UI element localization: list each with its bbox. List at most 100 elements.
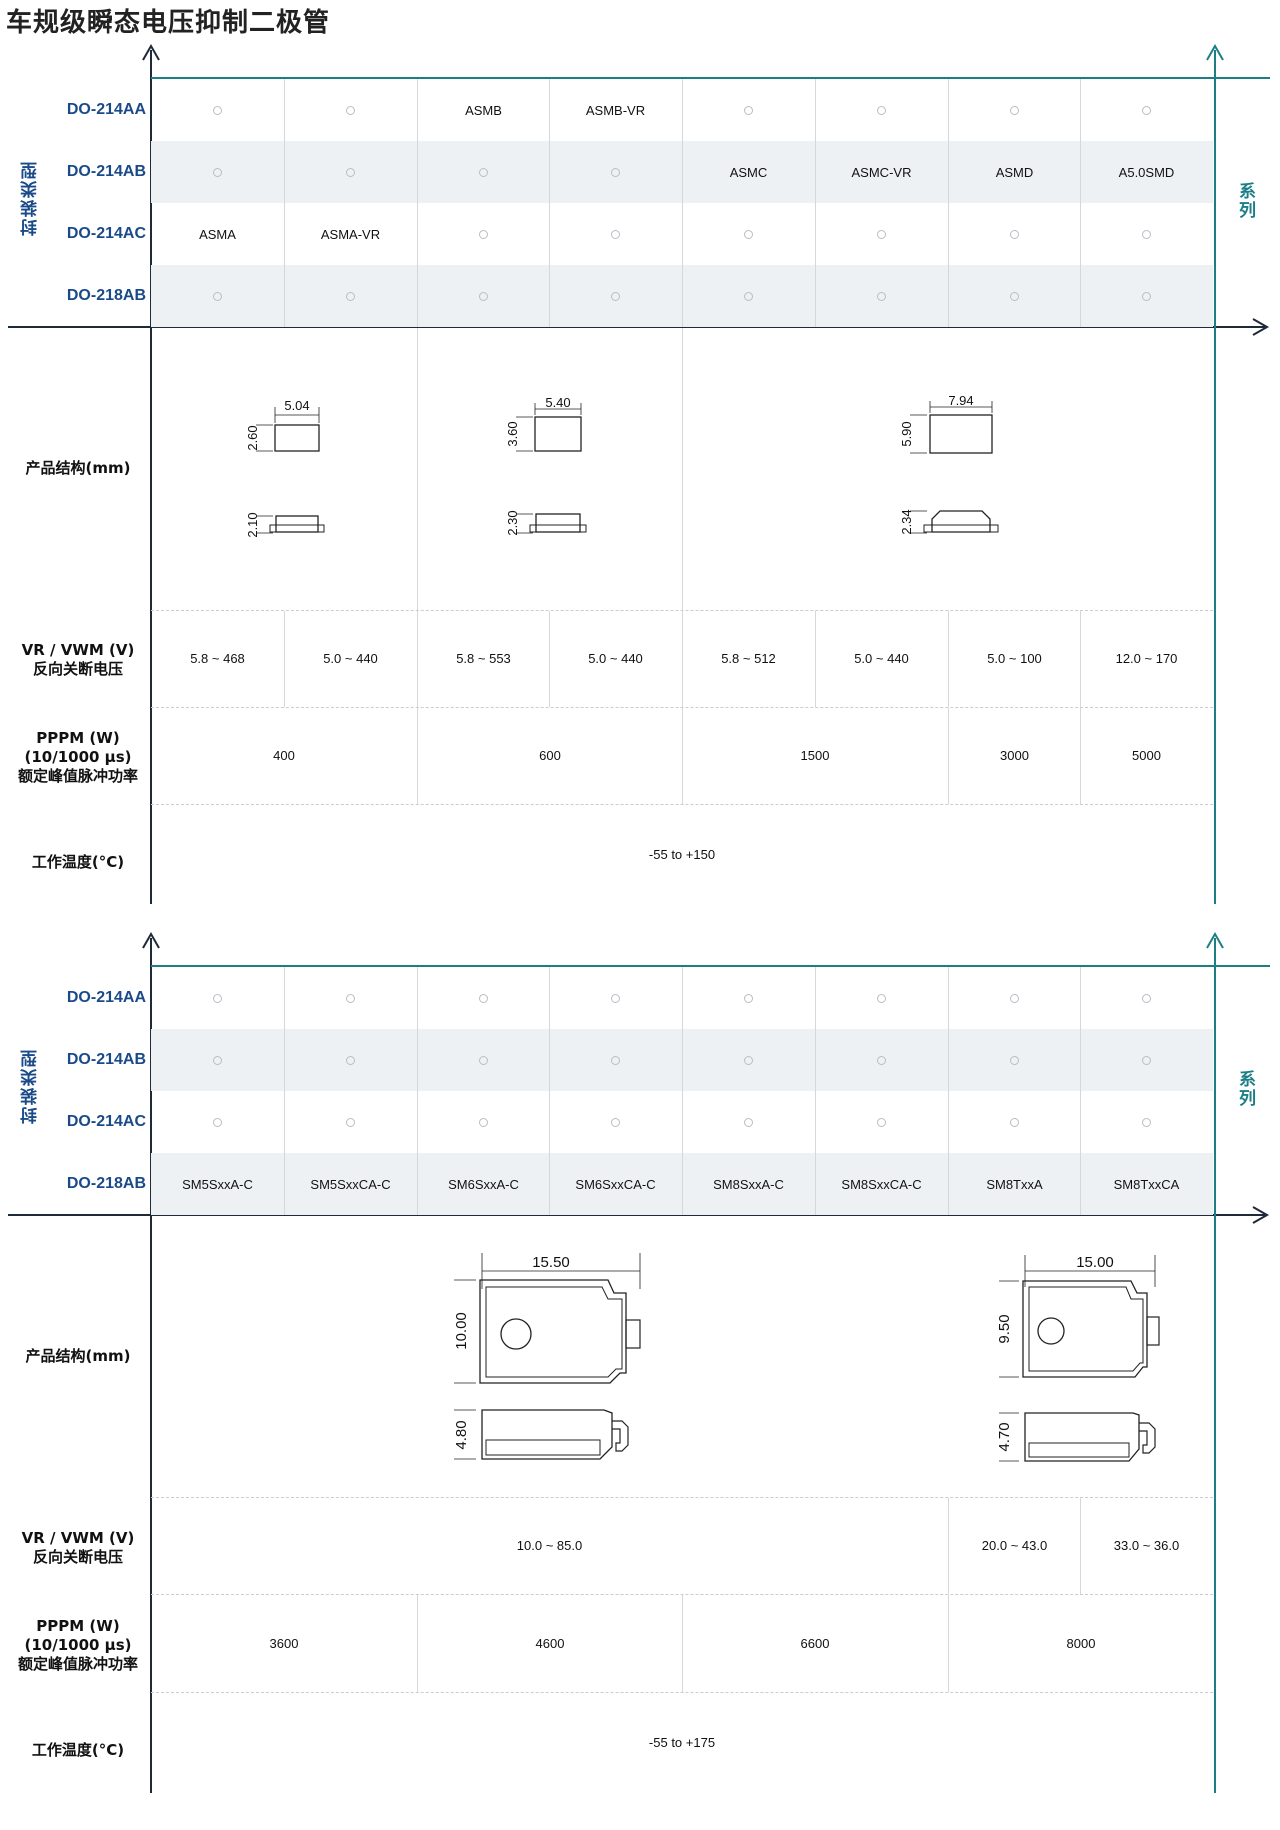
column-separator [682, 141, 683, 203]
row-divider [151, 1692, 1213, 1693]
empty-circle-icon [744, 105, 753, 115]
package-diagram-do218-a: 15.50 10.00 4.80 [453, 1253, 641, 1460]
empty-circle-icon [1142, 993, 1151, 1003]
column-separator [948, 1153, 949, 1215]
value-cell: 1500 [800, 748, 830, 763]
empty-circle-icon [1010, 1117, 1019, 1127]
package-diagram-asmc: 7.94 5.90 2.34 [899, 393, 999, 535]
value-cell: 3000 [1000, 748, 1029, 763]
series-cell: SM8TxxCA [1113, 1176, 1180, 1192]
series-cell: ASMB-VR [585, 102, 646, 118]
vr-label: VR / VWM (V) 反向关断电压 [8, 641, 148, 679]
row-divider [151, 1497, 1213, 1498]
empty-circle-icon [744, 291, 753, 301]
package-label: DO-214AB [66, 1051, 146, 1068]
empty-cell [815, 1029, 948, 1091]
dim-width: 15.50 [532, 1254, 570, 1271]
dim-height: 10.00 [453, 1312, 470, 1350]
column-separator [1080, 1153, 1081, 1215]
package-type-label: 封装类型 [21, 160, 41, 236]
dim-thickness: 2.30 [505, 510, 520, 535]
structure-label: 产品结构(mm) [25, 459, 131, 477]
column-separator [549, 611, 550, 707]
column-separator [417, 265, 418, 327]
column-separator [284, 967, 285, 1029]
row-divider [151, 804, 1213, 805]
empty-cell [284, 265, 417, 327]
column-separator [549, 1029, 550, 1091]
empty-circle-icon [1010, 1055, 1019, 1065]
empty-circle-icon [877, 229, 886, 239]
package-diagram-asma: 5.04 2.60 2.10 [245, 398, 325, 538]
value-cell: 5.0 ~ 100 [987, 651, 1042, 666]
empty-cell [151, 79, 284, 141]
empty-cell [417, 265, 550, 327]
empty-circle-icon [877, 993, 886, 1003]
empty-cell [948, 203, 1081, 265]
package-diagram-asmb: 5.40 3.60 2.30 [505, 395, 587, 536]
column-separator [1080, 265, 1081, 327]
series-cell: SM8SxxA-C [713, 1176, 784, 1192]
column-separator [815, 1029, 816, 1091]
column-separator [284, 203, 285, 265]
column-separator [417, 708, 418, 804]
column-separator [417, 1029, 418, 1091]
empty-cell [948, 265, 1081, 327]
column-separator [284, 1091, 285, 1153]
empty-circle-icon [877, 1055, 886, 1065]
column-separator [682, 611, 683, 707]
empty-circle-icon [1142, 1055, 1151, 1065]
empty-cell [151, 967, 284, 1029]
package-label: DO-214AC [66, 1113, 146, 1130]
column-separator [1080, 1498, 1081, 1594]
temp-value: -55 to +150 [648, 847, 716, 862]
dim-height: 5.90 [899, 421, 914, 446]
empty-circle-icon [877, 291, 886, 301]
dim-height: 9.50 [996, 1314, 1013, 1343]
row-divider [151, 707, 1213, 708]
column-separator [682, 708, 683, 804]
empty-cell [151, 1091, 284, 1153]
empty-cell [151, 265, 284, 327]
empty-cell [151, 141, 284, 203]
structure-label: 产品结构(mm) [25, 1347, 131, 1365]
series-cell: SM8TxxA [986, 1176, 1043, 1192]
value-cell: 3600 [269, 1635, 299, 1651]
dim-thickness: 4.70 [996, 1422, 1013, 1451]
series-cell: ASMA [199, 226, 236, 242]
value-cell: 400 [273, 748, 295, 763]
column-separator [1080, 967, 1081, 1029]
package-type-label: 封装类型 [21, 1048, 41, 1124]
empty-circle-icon [1010, 993, 1019, 1003]
empty-cell [1080, 967, 1213, 1029]
column-separator [284, 611, 285, 707]
empty-circle-icon [213, 291, 222, 301]
dim-thickness: 2.34 [899, 509, 914, 534]
series-cell: ASMB [465, 102, 502, 118]
empty-circle-icon [213, 1117, 222, 1127]
empty-cell [549, 265, 682, 327]
column-separator [549, 1153, 550, 1215]
page-title: 车规级瞬态电压抑制二极管 [6, 8, 331, 38]
column-separator [549, 79, 550, 141]
empty-circle-icon [346, 1117, 355, 1127]
column-separator [284, 265, 285, 327]
column-separator [948, 1029, 949, 1091]
column-separator [549, 1091, 550, 1153]
column-separator [549, 967, 550, 1029]
column-separator [1080, 1091, 1081, 1153]
empty-cell [682, 203, 815, 265]
package-label: DO-214AB [66, 163, 146, 180]
vr-label-sub: 反向关断电压 [32, 1548, 123, 1566]
empty-cell [284, 79, 417, 141]
column-separator [549, 141, 550, 203]
empty-cell [417, 1029, 550, 1091]
empty-cell [815, 1091, 948, 1153]
column-separator [948, 141, 949, 203]
empty-circle-icon [877, 105, 886, 115]
empty-circle-icon [744, 1117, 753, 1127]
empty-circle-icon [877, 1117, 886, 1127]
dim-thickness: 4.80 [453, 1420, 470, 1449]
column-separator [417, 1091, 418, 1153]
